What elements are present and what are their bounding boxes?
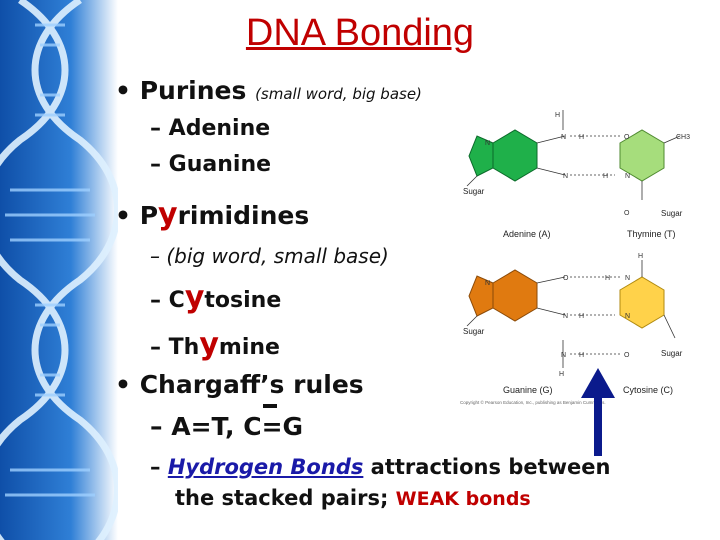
pyrimidines-note-line: – (big word, small base) [150, 244, 389, 268]
purine-item-adenine: – Adenine [150, 116, 270, 141]
sugar-label: Sugar [463, 187, 485, 196]
atom-n: N [485, 280, 490, 287]
guanine-ring-5 [468, 275, 494, 317]
cytosine-big-y: y [184, 280, 205, 315]
cytosine-rest: tosine [204, 288, 282, 313]
atom-n: N [563, 173, 568, 180]
cytosine-ring [619, 276, 665, 329]
weak-bonds-text: WEAK bonds [395, 488, 531, 510]
atom-n: N [625, 313, 630, 320]
atom-h: H [579, 134, 584, 141]
atom-n: N [485, 140, 490, 147]
pyrimidines-note: (big word, small base) [166, 244, 389, 268]
thymine-caption: Thymine (T) [627, 229, 676, 239]
atom-n: N [625, 275, 630, 282]
atom-o: O [563, 275, 569, 282]
thymine-rest: mine [218, 335, 280, 360]
guanine-label: Guanine [168, 152, 272, 177]
purines-label: Purines [139, 76, 247, 105]
atom-n: N [563, 313, 568, 320]
pyrimidines-big-y: y [158, 197, 178, 232]
dash: – [150, 116, 161, 141]
dash: – [150, 335, 161, 360]
triple-bond-mark [263, 404, 278, 408]
guanine-caption: Guanine (G) [503, 385, 553, 395]
atom-h: H [638, 253, 643, 260]
chargaff-rule-line: – A=T, C=G [150, 404, 304, 441]
atom-o: O [624, 134, 630, 141]
hbonds-rest: attractions between [370, 455, 611, 479]
cytosine-first: C [168, 288, 185, 313]
sugar-label: Sugar [661, 349, 683, 358]
atom-o: O [624, 210, 630, 217]
guanine-ring [492, 269, 538, 322]
rule-c-g: C=G [243, 412, 304, 441]
bullet-purines: • Purines (small word, big base) [115, 76, 422, 105]
atom-h: H [579, 352, 584, 359]
dna-helix-image [0, 0, 118, 540]
stacked-pairs-text: the stacked pairs; [175, 486, 389, 510]
atom-h: H [603, 173, 608, 180]
cytosine-caption: Cytosine (C) [623, 385, 673, 395]
slide-title: DNA Bonding [245, 12, 475, 54]
dash: – [150, 152, 161, 177]
atom-h: H [559, 371, 564, 378]
purines-note: (small word, big base) [255, 85, 422, 103]
pyrimidines-first: P [139, 201, 159, 230]
dash: – [150, 244, 160, 268]
hydrogen-bonds-text: Hydrogen Bonds [167, 455, 364, 479]
dash: – [150, 455, 161, 479]
base-pair-diagram: H N H O CH3 N H N N O Sugar Sugar Adenin… [460, 110, 690, 405]
adenine-caption: Adenine (A) [503, 229, 551, 239]
atom-n: N [625, 173, 630, 180]
copyright-text: Copyright © Pearson Education, Inc., pub… [460, 399, 606, 405]
purine-item-guanine: – Guanine [150, 152, 271, 177]
atom-o: O [624, 352, 630, 359]
dash: – [150, 412, 163, 441]
bullet-pyrimidines: • Pyrimidines [115, 197, 309, 232]
atom-h: H [579, 313, 584, 320]
rule-a-t: A=T, [171, 412, 235, 441]
rule-c-g-wrapper: C=G [243, 404, 304, 441]
pyrimidine-item-cytosine: – Cytosine [150, 280, 281, 315]
thymine-big-y: y [199, 327, 219, 362]
hydrogen-bonds-line: – Hydrogen Bonds attractions between [150, 455, 610, 479]
atom-n: N [561, 352, 566, 359]
atom-ch3: CH3 [676, 134, 690, 141]
sugar-label: Sugar [661, 209, 683, 218]
thymine-ring [619, 129, 665, 182]
chargaff-label: Chargaff’s rules [139, 370, 364, 399]
pyrimidine-item-thymine: – Thymine [150, 327, 280, 362]
up-arrow-icon [581, 368, 615, 456]
bullet-symbol: • [115, 76, 131, 105]
thymine-first: Th [168, 335, 200, 360]
atom-h: H [555, 112, 560, 119]
bullet-chargaff: • Chargaff’s rules [115, 370, 364, 399]
adenine-ring-5 [468, 135, 494, 177]
sugar-label: Sugar [463, 327, 485, 336]
pyrimidines-rest: rimidines [177, 201, 310, 230]
atom-n: N [561, 134, 566, 141]
bullet-symbol: • [115, 201, 131, 230]
adenine-ring [492, 129, 538, 182]
bullet-symbol: • [115, 370, 131, 399]
adenine-label: Adenine [168, 116, 271, 141]
stacked-pairs-line: the stacked pairs; WEAK bonds [175, 486, 531, 510]
dash: – [150, 288, 161, 313]
atom-h: H [605, 275, 610, 282]
